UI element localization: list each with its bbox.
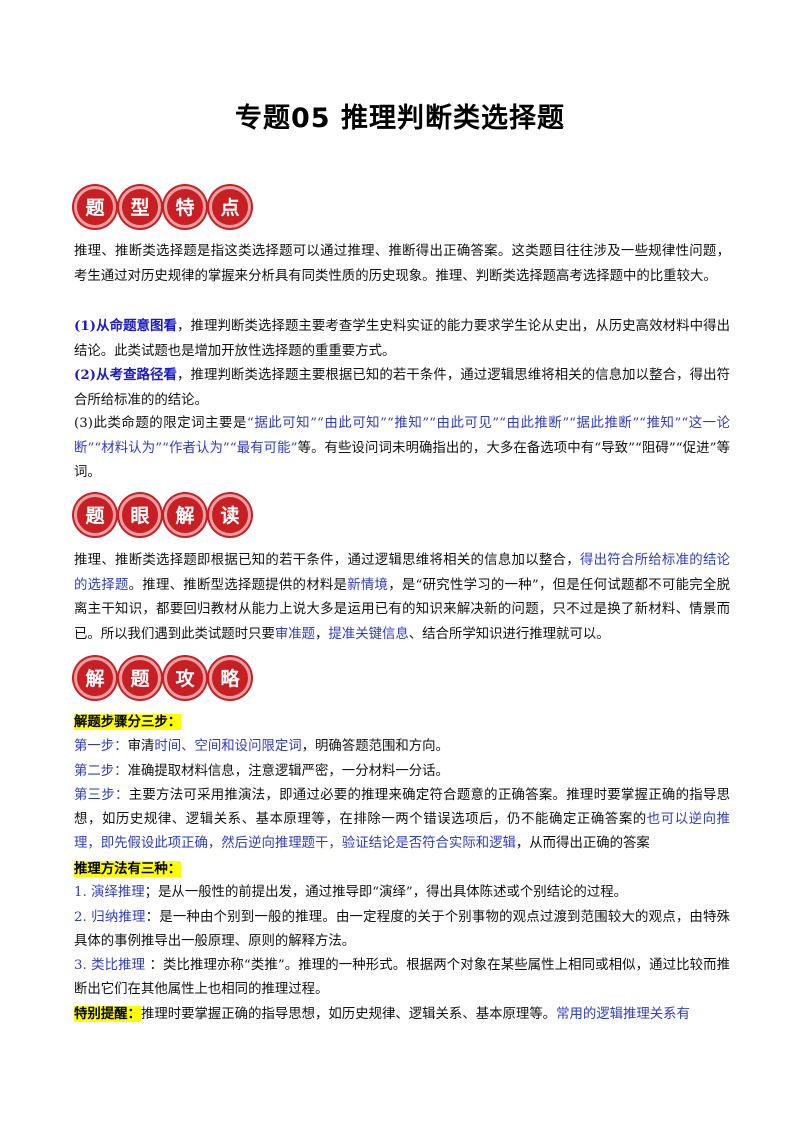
paragraph-intent: (1)从命题意图看，推理判断类选择题主要考查学生史料实证的能力要求学生论从史出，… bbox=[74, 314, 730, 364]
badge-char: 题 bbox=[119, 657, 161, 699]
method-text: ：是一种由个别到一般的推理。由一定程度的关于个别事物的观点过渡到范围较大的观点，… bbox=[74, 910, 730, 949]
note-heading: 特别提醒： bbox=[74, 1006, 141, 1022]
step-label: 第二步： bbox=[74, 764, 128, 779]
methods-heading: 推理方法有三种： bbox=[74, 861, 182, 877]
paragraph-text: 等。有些设问词未明确指出的，大多在备选项中有“导致”“阻碍”“促进”等词。 bbox=[74, 440, 730, 481]
paragraph-text: ，推理判断类选择题主要根据已知的若干条件，通过逻辑思维将相关的信息加以整合，得出… bbox=[74, 368, 730, 408]
section-badge-question-eye: 题 眼 解 读 bbox=[74, 494, 251, 536]
paragraph-text: (3)此类命题的限定词主要是 bbox=[74, 416, 247, 431]
highlight-text: 提准关键信息 bbox=[328, 626, 409, 642]
highlight-text: 常用的逻辑推理关系有 bbox=[556, 1007, 690, 1022]
step-text: ，明确答题范围和方向。 bbox=[301, 739, 449, 754]
steps-heading: 解题步骤分三步： bbox=[74, 714, 182, 730]
step-label: 第三步： bbox=[74, 788, 129, 803]
paragraph-text: ，推理判断类选择题主要考查学生史料实证的能力要求学生论从史出，从历史高效材料中得… bbox=[74, 319, 730, 359]
badge-char: 略 bbox=[209, 657, 251, 699]
note-text: 推理时要掌握正确的指导思想，如历史规律、逻辑关系、基本原理等。 bbox=[140, 1007, 557, 1022]
highlight-text: 时间、空间和设问限定词 bbox=[154, 739, 302, 754]
highlight-text: 审准题 bbox=[274, 626, 316, 642]
step-label: 第一步： bbox=[74, 739, 128, 754]
highlight-text: 得出符合所给标准的结论的选择题 bbox=[74, 553, 731, 593]
highlight-text: 新情境 bbox=[347, 577, 389, 593]
step-1: 第一步：审清时间、空间和设问限定词，明确答题范围和方向。 bbox=[74, 735, 734, 759]
step-text: 审清 bbox=[127, 739, 155, 754]
bold-lead: (1)从命题意图看 bbox=[74, 318, 178, 334]
badge-char: 解 bbox=[164, 494, 206, 536]
method-analogy: 3. 类比推理 ：类比推理亦称“类推”。推理的一种形式。根据两个对象在某些属性上… bbox=[74, 954, 730, 1002]
paragraph-text: 、结合所学知识进行推理就可以。 bbox=[408, 626, 610, 642]
intro-paragraph: 推理、推断类选择题是指这类选择题可以通过推理、推断得出正确答案。这类题目往往涉及… bbox=[74, 244, 730, 284]
step-text: ，从而得出正确的答案 bbox=[515, 836, 650, 851]
method-deduction: 1. 演绎推理；是从一般性的前提出发，通过推导即“演绎”，得出具体陈述或个别结论… bbox=[74, 881, 734, 905]
paragraph-keywords: (3)此类命题的限定词主要是“据此可知”“由此可知”“推知”“由此可见”“由此推… bbox=[74, 412, 730, 486]
paragraph-text: ，是“研究性学习的一种”，但是任何试题都不可能完全脱离主干知识，都要回归教材从能… bbox=[74, 577, 730, 642]
badge-char: 眼 bbox=[119, 494, 161, 536]
keyword-list: “据此可知”“由此可知”“推知”“由此可见”“由此推断”“据此推断”“推知”“这… bbox=[74, 416, 731, 456]
page-title: 专题05 推理判断类选择题 bbox=[235, 103, 565, 134]
badge-char: 特 bbox=[164, 186, 206, 228]
badge-char: 读 bbox=[209, 494, 251, 536]
paragraph-text: 。推理、推断型选择题提供的材料是 bbox=[128, 577, 348, 593]
method-induction: 2. 归纳推理：是一种由个别到一般的推理。由一定程度的关于个别事物的观点过渡到范… bbox=[74, 906, 730, 954]
highlight-text: 也可以逆向推理，即先假设此项正确，然后逆向推理题干，验证结论是否符合实际和逻辑 bbox=[74, 812, 731, 851]
badge-char: 题 bbox=[74, 494, 116, 536]
paragraph-text: 推理、推断类选择题即根据已知的若干条件，通过逻辑思维将相关的信息加以整合， bbox=[74, 553, 580, 568]
section-badge-strategy: 解 题 攻 略 bbox=[74, 657, 251, 699]
method-label: 3. 类比推理 bbox=[74, 958, 146, 973]
step-3: 第三步：主要方法可采用推演法，即通过必要的推理来确定符合题意的正确答案。推理时要… bbox=[74, 784, 730, 856]
badge-char: 题 bbox=[74, 186, 116, 228]
method-label: 2. 归纳推理 bbox=[74, 910, 146, 925]
steps-heading-line: 解题步骤分三步： bbox=[74, 710, 734, 735]
paragraph-text: ， bbox=[315, 626, 329, 642]
step-2: 第二步：准确提取材料信息，注意逻辑严密，一分材料一分话。 bbox=[74, 760, 734, 784]
reading-paragraph: 推理、推断类选择题即根据已知的若干条件，通过逻辑思维将相关的信息加以整合，得出符… bbox=[74, 549, 730, 647]
section-badge-type-features: 题 型 特 点 bbox=[74, 186, 251, 228]
step-text: 主要方法可采用推演法，即通过必要的推理来确定符合题意的正确答案。推理时要掌握正确… bbox=[74, 788, 731, 827]
paragraph-path: (2)从考查路径看，推理判断类选择题主要根据已知的若干条件，通过逻辑思维将相关的… bbox=[74, 363, 730, 413]
method-text: ；是从一般性的前提出发，通过推导即“演绎”，得出具体陈述或个别结论的过程。 bbox=[144, 885, 627, 900]
bold-lead: (2)从考查路径看 bbox=[74, 367, 178, 383]
methods-heading-line: 推理方法有三种： bbox=[74, 857, 734, 882]
step-text: 准确提取材料信息，注意逻辑严密，一分材料一分话。 bbox=[127, 764, 449, 779]
method-label: 1. 演绎推理 bbox=[74, 885, 145, 900]
badge-char: 攻 bbox=[164, 657, 206, 699]
special-note: 特别提醒：推理时要掌握正确的指导思想，如历史规律、逻辑关系、基本原理等。常用的逻… bbox=[74, 1002, 734, 1027]
badge-char: 点 bbox=[209, 186, 251, 228]
badge-char: 型 bbox=[119, 186, 161, 228]
badge-char: 解 bbox=[74, 657, 116, 699]
method-text: ：类比推理亦称“类推”。推理的一种形式。根据两个对象在某些属性上相同或相似，通过… bbox=[74, 958, 730, 997]
